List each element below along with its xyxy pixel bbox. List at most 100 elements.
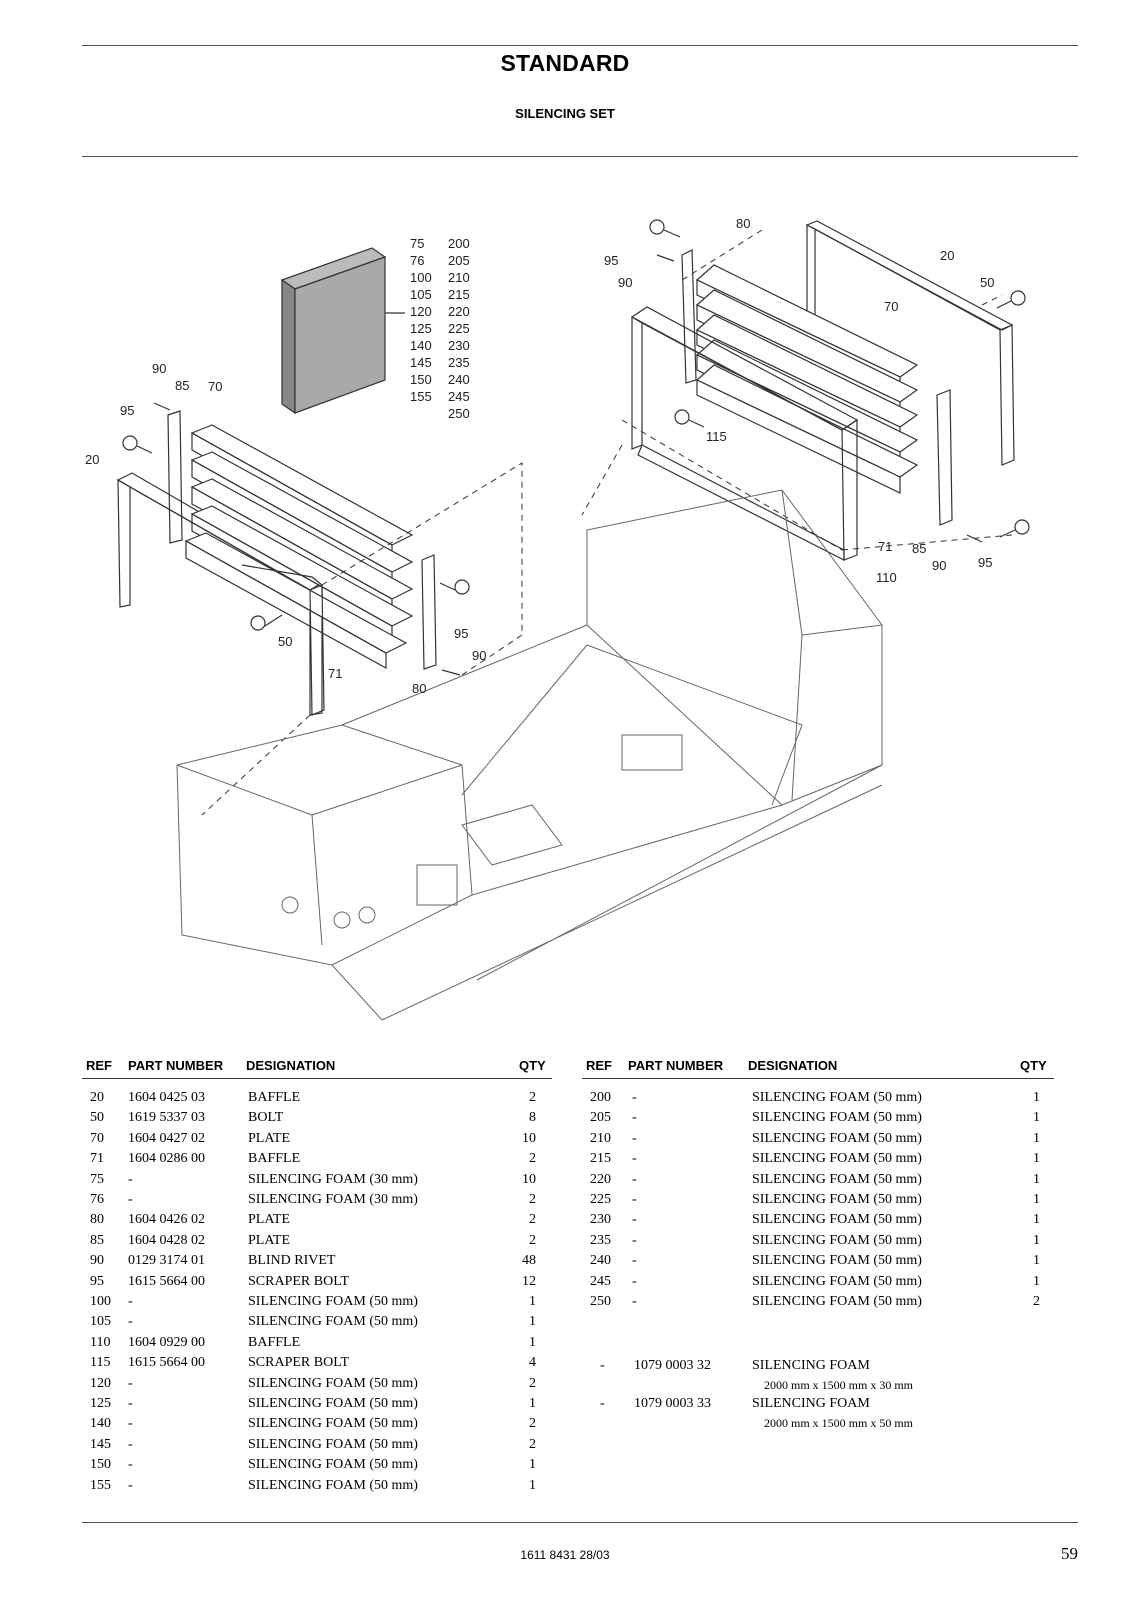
cell-part: - (632, 1110, 637, 1126)
table-row: 230-SILENCING FOAM (50 mm)1 (582, 1212, 1054, 1232)
cell-part: - (632, 1212, 637, 1228)
cell-ref: 210 (590, 1130, 611, 1146)
cell-part: - (128, 1477, 133, 1493)
callout: 95 (978, 555, 992, 570)
cell-dimensions-note: 2000 mm x 1500 mm x 30 mm (764, 1378, 914, 1392)
cell-part: - (128, 1375, 133, 1391)
cell-ref: 155 (90, 1477, 111, 1493)
foam-ref: 220 (448, 304, 470, 319)
cell-desc: SILENCING FOAM (50 mm) (248, 1436, 418, 1452)
right-bolts (649, 219, 1030, 543)
foam-ref: 155 (410, 389, 432, 404)
cell-qty: 2 (529, 1212, 536, 1228)
cell-part: - (632, 1253, 637, 1269)
table-row: 100-SILENCING FOAM (50 mm)1 (82, 1294, 552, 1314)
foam-ref-list-col2: 200 205 210 215 220 225 230 235 240 245 … (448, 236, 470, 421)
cell-desc: PLATE (248, 1130, 290, 1146)
cell-desc: SILENCING FOAM (50 mm) (752, 1130, 922, 1146)
table-row: 245-SILENCING FOAM (50 mm)1 (582, 1274, 1054, 1294)
foam-ref: 150 (410, 372, 432, 387)
col-header-designation: DESIGNATION (246, 1058, 336, 1073)
header-underline (582, 1078, 1054, 1079)
cell-part: - (632, 1130, 637, 1146)
cell-qty: 2 (529, 1090, 536, 1105)
right-baffle-frame (805, 220, 1015, 466)
cell-desc: BAFFLE (248, 1151, 301, 1167)
callout: 80 (412, 681, 426, 696)
callout: 71 (878, 539, 892, 554)
callout: 20 (85, 452, 99, 467)
right-plate-80 (681, 249, 953, 526)
cell-ref: 200 (590, 1090, 611, 1105)
cell-ref: 50 (90, 1110, 104, 1126)
cell-desc: SILENCING FOAM (50 mm) (248, 1294, 418, 1309)
right-front-frame-110 (630, 306, 859, 561)
cell-ref: 85 (90, 1232, 104, 1248)
top-rule (82, 45, 1078, 46)
callout: 20 (940, 248, 954, 263)
cell-ref: 125 (90, 1396, 111, 1411)
left-louver-plates (184, 424, 414, 670)
foam-ref: 200 (448, 236, 470, 251)
alignment-lines (201, 229, 1013, 816)
cell-ref: 215 (590, 1151, 611, 1167)
table-row: 120-SILENCING FOAM (50 mm)2 (82, 1376, 552, 1396)
cell-ref: - (600, 1396, 605, 1411)
cell-ref: 230 (590, 1212, 611, 1228)
cell-ref: 110 (90, 1334, 111, 1350)
cell-qty: 4 (529, 1355, 536, 1371)
page-title: STANDARD (500, 50, 630, 76)
cell-desc: SILENCING FOAM (50 mm) (752, 1151, 922, 1167)
right-louver-plates (695, 264, 919, 494)
cell-ref: 240 (590, 1253, 611, 1269)
cell-part: - (632, 1090, 637, 1105)
foam-ref: 225 (448, 321, 470, 336)
col-header-part-number: PART NUMBER (128, 1058, 224, 1073)
header-rule (82, 156, 1078, 157)
cell-ref: 75 (90, 1171, 104, 1187)
foam-ref: 100 (410, 270, 432, 285)
table-row: 150-SILENCING FOAM (50 mm)1 (82, 1457, 552, 1477)
table-row: 75-SILENCING FOAM (30 mm)10 (82, 1172, 552, 1192)
enclosure-body (176, 489, 883, 1021)
callout: 71 (328, 666, 342, 681)
foam-ref-list-col1: 75 76 100 105 120 125 140 145 150 155 (410, 236, 432, 404)
table-row: 155-SILENCING FOAM (50 mm)1 (82, 1478, 552, 1498)
callout: 90 (618, 275, 632, 290)
footer-rule (82, 1522, 1078, 1523)
col-header-qty: QTY (1020, 1058, 1047, 1073)
cell-qty: 2 (529, 1375, 536, 1391)
cell-part: 1604 0425 03 (128, 1090, 205, 1105)
cell-desc: SILENCING FOAM (50 mm) (752, 1232, 922, 1248)
cell-desc: SILENCING FOAM (752, 1358, 870, 1373)
cell-desc: BAFFLE (248, 1334, 301, 1350)
cell-desc: SILENCING FOAM (50 mm) (752, 1212, 922, 1228)
foam-ref: 105 (410, 287, 432, 302)
cell-ref: 120 (90, 1375, 111, 1391)
cell-qty: 1 (1033, 1273, 1040, 1289)
cell-part: 1604 0286 00 (128, 1151, 205, 1167)
cell-part: - (128, 1457, 133, 1473)
table-row: 210-SILENCING FOAM (50 mm)1 (582, 1131, 1054, 1151)
page-number: 59 (1061, 1544, 1078, 1563)
callout: 95 (120, 403, 134, 418)
foam-ref: 235 (448, 355, 470, 370)
cell-ref: 80 (90, 1212, 104, 1228)
cell-part: - (632, 1232, 637, 1248)
table-row: 140-SILENCING FOAM (50 mm)2 (82, 1416, 552, 1436)
callout: 115 (706, 429, 727, 444)
foam-ref: 250 (448, 406, 470, 421)
foam-ref: 210 (448, 270, 470, 285)
cell-qty: 2 (529, 1232, 536, 1248)
foam-ref: 120 (410, 304, 432, 319)
cell-qty: 1 (1033, 1192, 1040, 1207)
cell-part: - (128, 1396, 133, 1411)
foam-ref: 125 (410, 321, 432, 336)
cell-qty: 10 (522, 1171, 536, 1187)
cell-ref: 225 (590, 1192, 611, 1207)
cell-qty: 1 (1033, 1151, 1040, 1167)
